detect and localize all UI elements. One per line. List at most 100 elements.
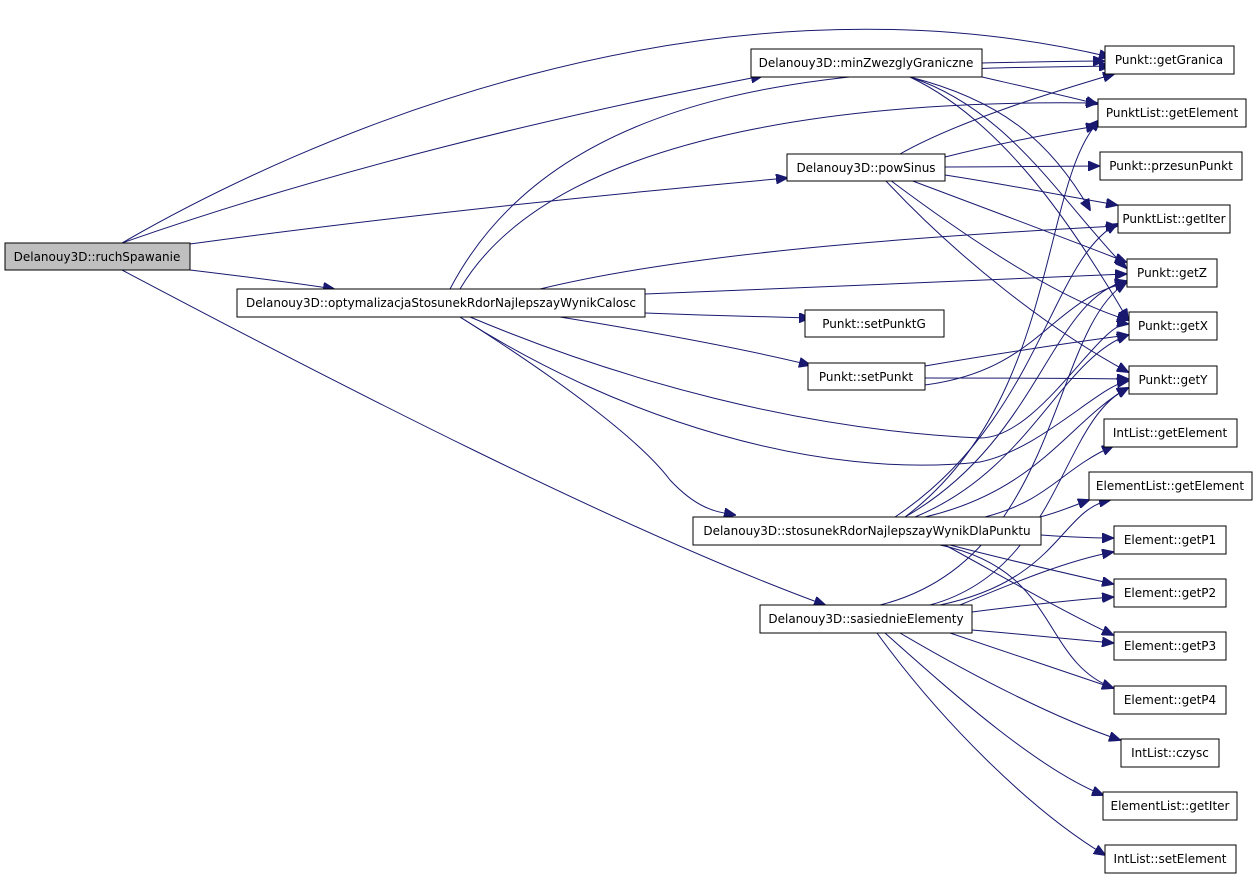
edge-stosunek-getX (914, 335, 1128, 518)
node-getX[interactable]: Punkt::getX (1128, 311, 1218, 341)
edge-optymalizacja-stosunek (459, 316, 735, 515)
edge-stosunek-getZ (904, 281, 1126, 518)
node-getP2[interactable]: Element::getP2 (1113, 578, 1227, 608)
edge-ruchSpawanie-minZwezgly (121, 76, 762, 244)
node-label: Delanouy3D::ruchSpawanie (14, 250, 181, 264)
edge-sasiednie-getP2 (971, 597, 1113, 613)
edge-setPunkt-getY (924, 378, 1128, 379)
edge-optymalizacja-getGranica (449, 66, 1110, 290)
node-il_setElement[interactable]: IntList::setElement (1104, 844, 1237, 874)
node-label: ElementList::getElement (1096, 479, 1244, 493)
node-label: Element::getP3 (1124, 639, 1216, 653)
node-getP1[interactable]: Element::getP1 (1113, 525, 1227, 555)
node-label: Punkt::getZ (1137, 266, 1207, 280)
edge-sasiednie-getZ (879, 283, 1126, 606)
node-sasiednie[interactable]: Delanouy3D::sasiednieElementy (759, 604, 973, 634)
node-label: Delanouy3D::stosunekRdorNajlepszayWynikD… (703, 524, 1030, 538)
edge-minZwezgly-getZ (909, 76, 1126, 268)
node-label: Element::getP1 (1124, 533, 1216, 547)
node-getP3[interactable]: Element::getP3 (1113, 631, 1227, 661)
node-label: PunktList::getIter (1122, 212, 1225, 226)
node-przesunPunkt[interactable]: Punkt::przesunPunkt (1099, 151, 1243, 181)
node-label: Delanouy3D::sasiednieElementy (768, 612, 963, 626)
node-ruchSpawanie[interactable]: Delanouy3D::ruchSpawanie (4, 242, 191, 271)
node-getZ[interactable]: Punkt::getZ (1126, 258, 1218, 288)
edge-powSinus-pl_getElement (944, 126, 1097, 158)
edge-minZwezgly-pl_getElement (981, 76, 1097, 104)
edge-ruchSpawanie-optymalizacja (189, 269, 334, 289)
node-label: Delanouy3D::powSinus (796, 161, 935, 175)
node-setPunkt[interactable]: Punkt::setPunkt (807, 362, 926, 391)
edge-stosunek-pl_getIter (894, 224, 1117, 518)
edge-optymalizacja-pl_getIter (539, 226, 1117, 290)
edge-sasiednie-getP1 (959, 552, 1113, 606)
node-label: Element::getP2 (1124, 586, 1216, 600)
node-minZwezgly[interactable]: Delanouy3D::minZwezglyGraniczne (750, 48, 983, 78)
node-pl_getElement[interactable]: PunktList::getElement (1097, 98, 1247, 128)
edge-optymalizacja-setPunkt (559, 316, 810, 365)
node-getP4[interactable]: Element::getP4 (1113, 685, 1227, 715)
edge-sasiednie-el_getElement (939, 500, 1110, 606)
node-el_getElement[interactable]: ElementList::getElement (1088, 471, 1253, 501)
edge-sasiednie-il_setElement (876, 632, 1105, 855)
node-il_getElement[interactable]: IntList::getElement (1103, 418, 1238, 448)
edge-ruchSpawanie-getGranica (121, 28, 1110, 244)
node-label: Delanouy3D::optymalizacjaStosunekRdorNaj… (246, 296, 636, 310)
edge-sasiednie-getP4 (949, 632, 1113, 688)
edge-optymalizacja-getZ (644, 274, 1126, 295)
node-label: Punkt::setPunkt (819, 370, 914, 384)
node-label: IntList::czysc (1131, 746, 1209, 760)
edge-optymalizacja-getX (469, 316, 1128, 439)
edge-minZwezgly-pl_getIter (909, 76, 1090, 210)
node-label: ElementList::getIter (1110, 799, 1229, 813)
edge-setPunkt-getZ (924, 283, 1126, 386)
edge-sasiednie-el_getIter (884, 632, 1103, 795)
node-label: IntList::setElement (1114, 852, 1227, 866)
node-label: Punkt::setPunktG (822, 317, 926, 331)
edge-powSinus-getZ (909, 179, 1126, 262)
node-powSinus[interactable]: Delanouy3D::powSinus (786, 153, 946, 182)
edge-setPunkt-getX (924, 335, 1128, 367)
edge-minZwezgly-getGranica (981, 61, 1104, 63)
edge-optymalizacja-getY (459, 316, 1128, 466)
edge-ruchSpawanie-sasiednie (121, 269, 825, 605)
edge-minZwezgly-getX (909, 76, 1128, 320)
node-label: Punkt::getGranica (1115, 53, 1223, 67)
node-czysc[interactable]: IntList::czysc (1120, 738, 1220, 768)
edge-powSinus-getX (889, 179, 1128, 320)
node-el_getIter[interactable]: ElementList::getIter (1102, 791, 1238, 821)
edge-sasiednie-czysc (899, 632, 1120, 740)
edge-optymalizacja-setPunktG (644, 312, 810, 318)
nodes: Delanouy3D::ruchSpawanie Delanouy3D::opt… (4, 45, 1253, 874)
edge-stosunek-getP4 (939, 544, 1113, 688)
edge-stosunek-pl_getElement (904, 120, 1100, 518)
node-setPunktG[interactable]: Punkt::setPunktG (804, 309, 945, 338)
edge-ruchSpawanie-powSinus (189, 178, 787, 245)
edge-sasiednie-getP3 (971, 629, 1113, 643)
edge-stosunek-el_getElement (1039, 500, 1089, 518)
node-label: IntList::getElement (1113, 426, 1228, 440)
node-pl_getIter[interactable]: PunktList::getIter (1117, 204, 1231, 234)
edge-powSinus-przesunPunkt (944, 166, 1099, 167)
node-label: Element::getP4 (1124, 693, 1216, 707)
edge-stosunek-getP2 (949, 544, 1113, 584)
edge-sasiednie-getY (929, 388, 1128, 606)
edge-stosunek-getY (924, 388, 1128, 518)
edge-powSinus-getY (884, 179, 1128, 372)
edge-stosunek-getP1 (1040, 535, 1113, 538)
edge-stosunek-getP3 (944, 544, 1113, 635)
node-stosunek[interactable]: Delanouy3D::stosunekRdorNajlepszayWynikD… (692, 516, 1042, 546)
edge-powSinus-pl_getIter (944, 174, 1117, 205)
edge-powSinus-getGranica (899, 74, 1114, 155)
node-label: Delanouy3D::minZwezglyGraniczne (759, 56, 974, 70)
edge-stosunek-il_getElement (984, 446, 1113, 518)
node-label: PunktList::getElement (1106, 106, 1239, 120)
node-label: Punkt::getY (1138, 373, 1208, 387)
node-label: Punkt::przesunPunkt (1109, 159, 1233, 173)
node-getGranica[interactable]: Punkt::getGranica (1104, 45, 1235, 75)
edge-optymalizacja-pl_getElement (459, 103, 1097, 290)
node-optymalizacja[interactable]: Delanouy3D::optymalizacjaStosunekRdorNaj… (236, 288, 646, 318)
edges (121, 28, 1128, 855)
node-getY[interactable]: Punkt::getY (1128, 365, 1218, 395)
